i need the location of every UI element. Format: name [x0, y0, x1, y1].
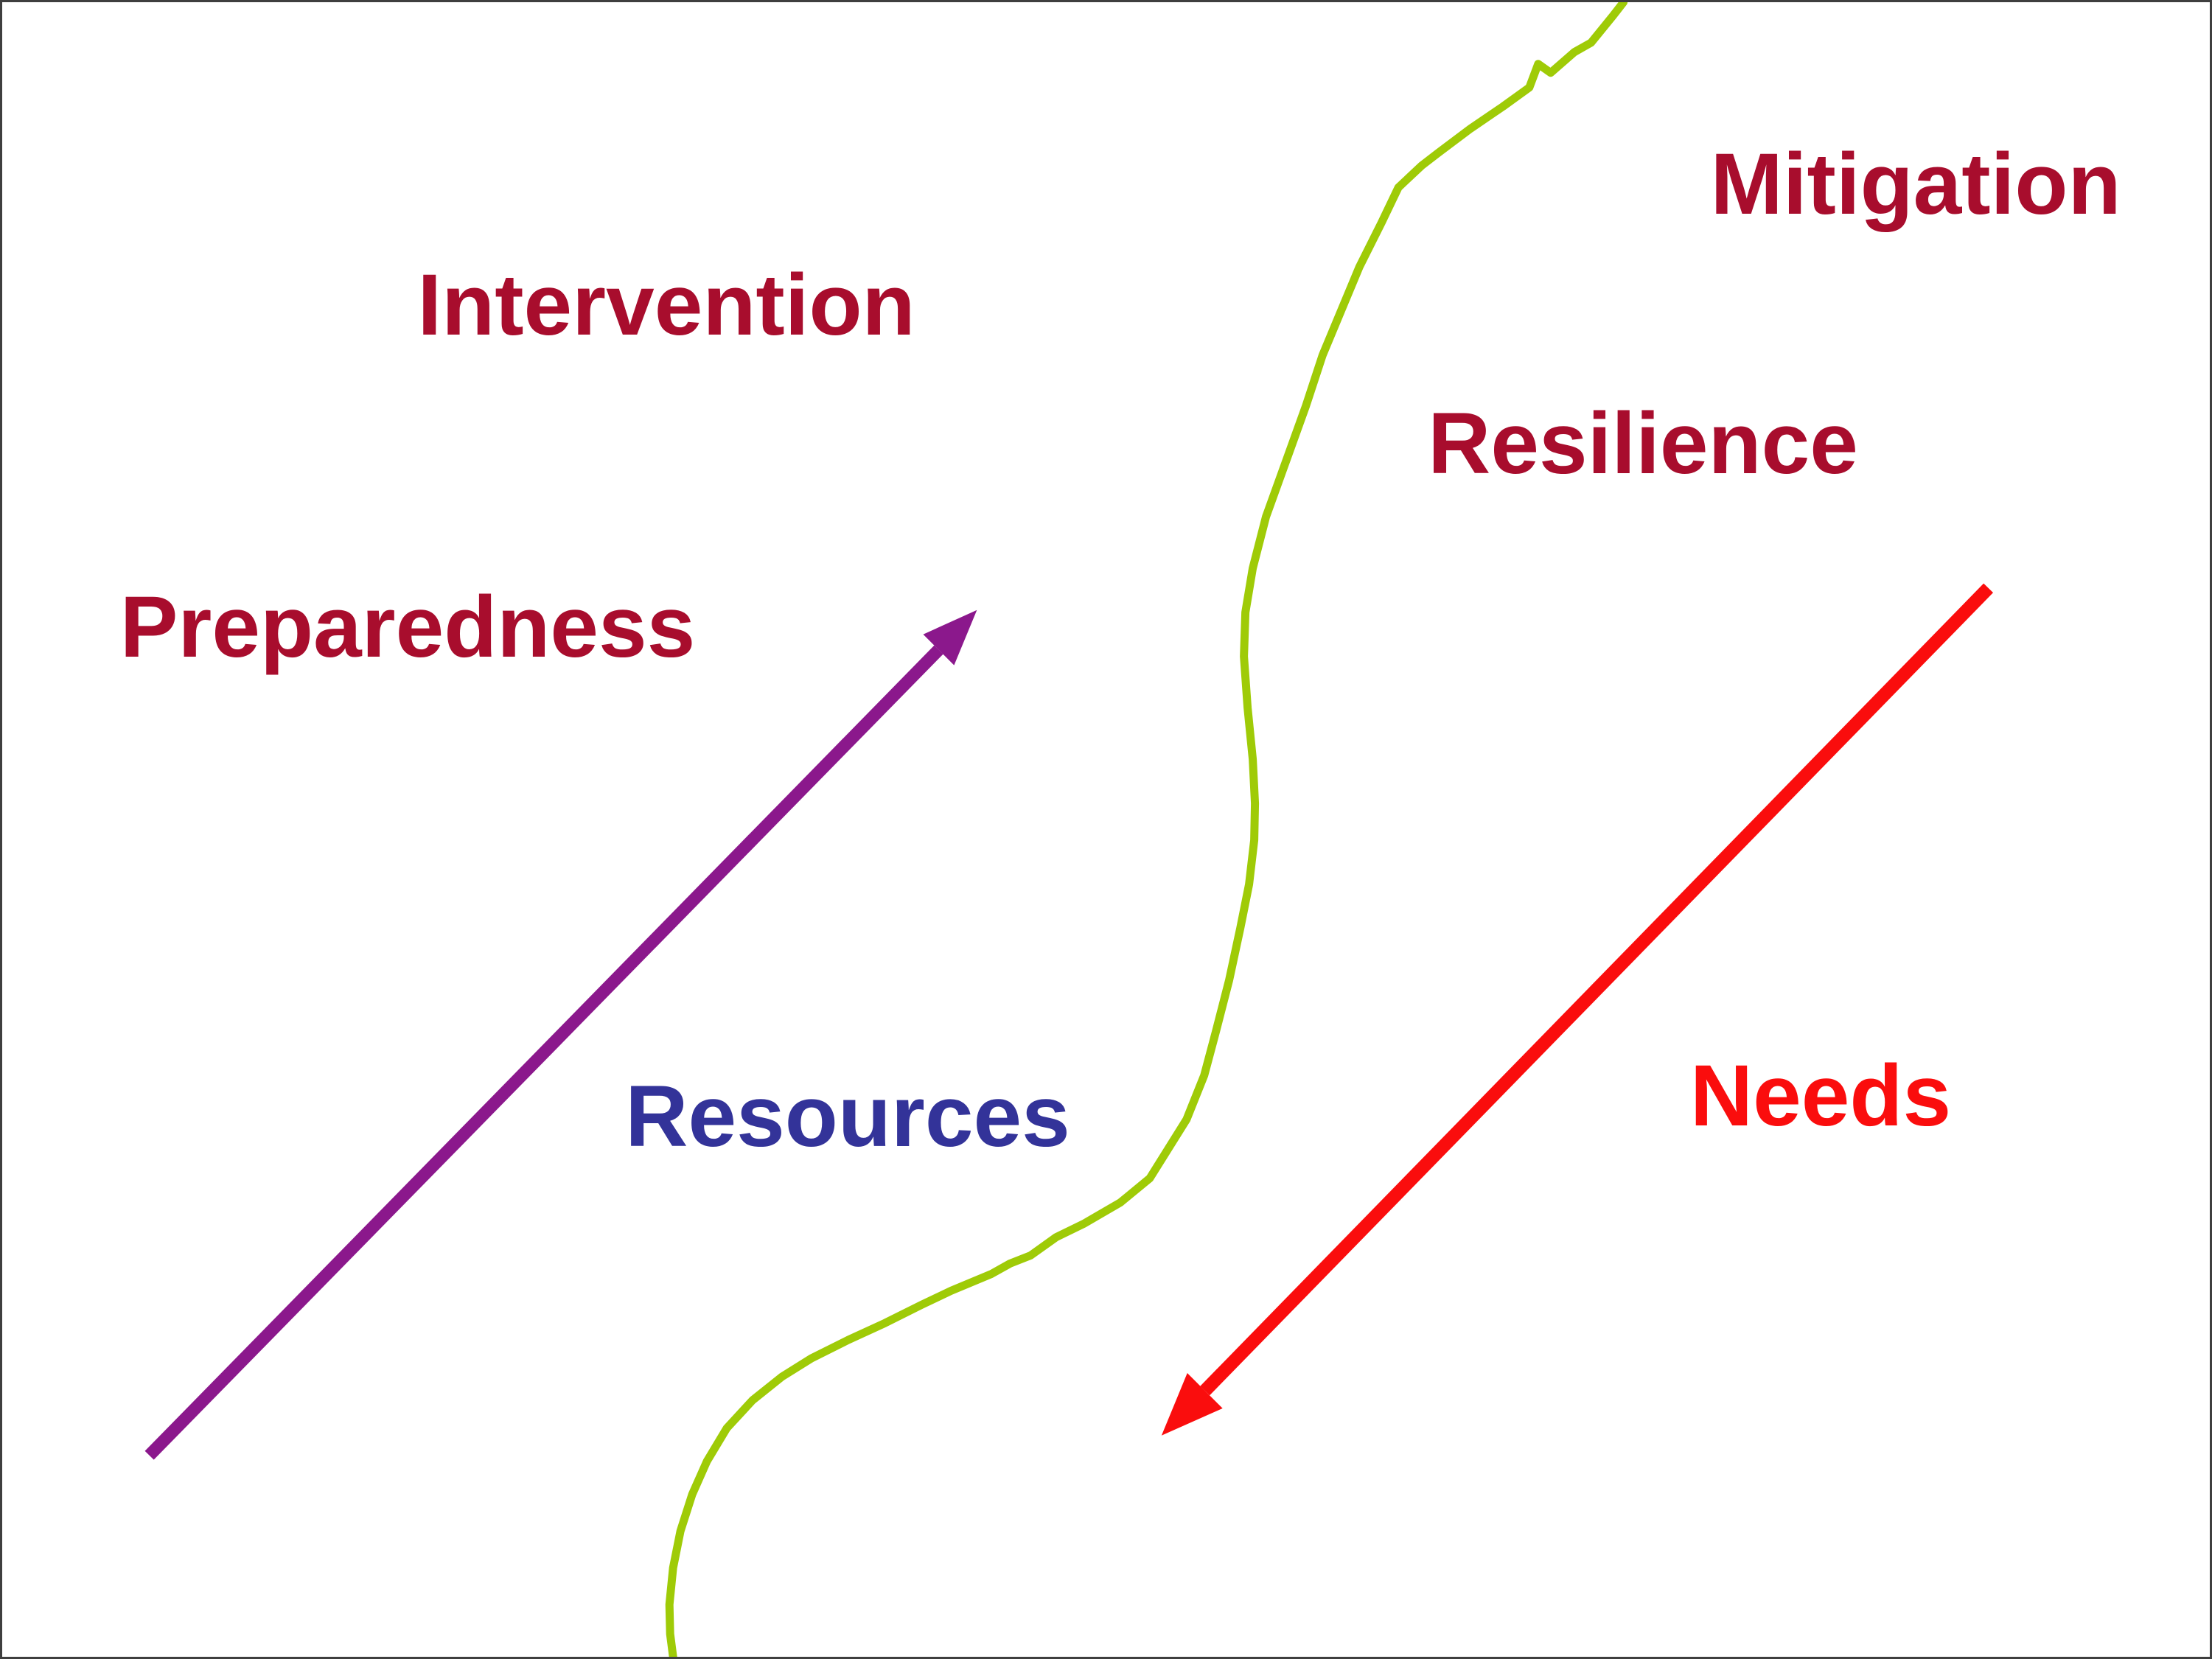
label-resources: Resources: [625, 1068, 1070, 1165]
needs-arrow-shaft: [1200, 583, 1994, 1396]
label-mitigation: Mitigation: [1710, 136, 2121, 233]
needs-arrowhead: [1161, 1373, 1223, 1436]
needs-arrow: [1161, 583, 1994, 1436]
wavy-boundary-line: [665, 2, 1628, 1657]
resources-arrow: [144, 610, 977, 1460]
resources-arrow-shaft: [144, 645, 943, 1460]
label-needs: Needs: [1689, 1047, 1952, 1145]
label-resilience: Resilience: [1428, 395, 1858, 492]
label-preparedness: Preparedness: [119, 579, 696, 676]
label-intervention: Intervention: [417, 256, 915, 354]
resources-arrowhead: [923, 610, 977, 666]
